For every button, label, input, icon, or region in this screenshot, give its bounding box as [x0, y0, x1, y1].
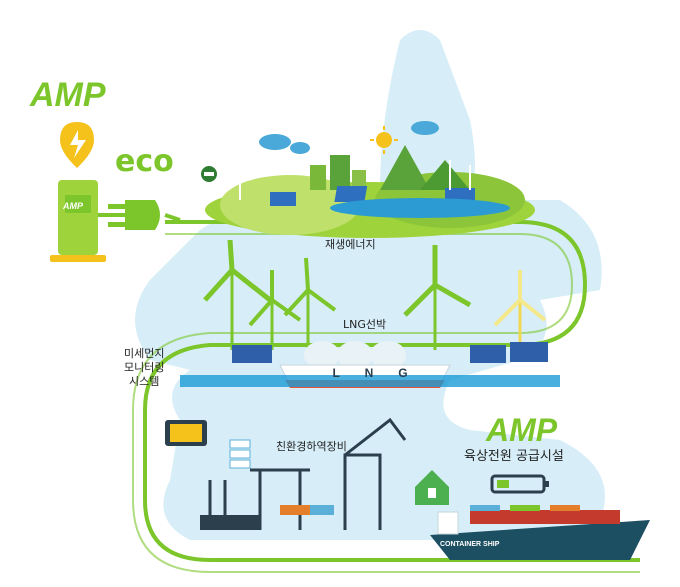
server-icon — [229, 439, 251, 469]
amp-station-label: AMP — [63, 201, 83, 211]
label-lng-ship: LNG선박 — [343, 318, 387, 331]
label-dust-monitor: 미세먼지 모니터링 시스템 — [124, 347, 164, 389]
label-renewable: 재생에너지 — [325, 238, 376, 251]
wind-turbines — [203, 239, 547, 350]
sea-band-2 — [180, 375, 560, 387]
tablet-icon — [165, 420, 207, 446]
solar-panels — [232, 342, 548, 363]
label-eco-equipment: 친환경하역장비 — [276, 440, 347, 453]
renewable-landscape — [205, 145, 535, 238]
house-plug-icon — [415, 470, 449, 505]
label-container-ship: CONTAINER SHIP — [440, 541, 500, 548]
amp-logo-bottom: AMP — [486, 412, 558, 448]
lng-letter-n: N — [364, 366, 374, 380]
cloud-icon — [259, 121, 439, 154]
green-road — [132, 220, 640, 573]
battery-icon — [490, 474, 549, 494]
charging-station — [50, 180, 130, 262]
amp-logo-top: AMP — [30, 76, 106, 114]
sun-icon — [370, 126, 398, 154]
dust-monitor-line-2: 모니터링 — [124, 361, 165, 374]
label-shore-power: 육상전원 공급시설 — [464, 449, 564, 464]
eco-text: eco — [115, 144, 174, 179]
container-ship — [430, 505, 650, 560]
lng-letter-l: L — [332, 366, 340, 380]
containers — [200, 505, 334, 530]
plug-icon — [108, 200, 181, 230]
lng-letter-g: G — [398, 366, 408, 380]
lng-letters: L N G — [320, 366, 420, 380]
lightning-icon — [60, 122, 94, 168]
background-silhouette — [135, 30, 605, 540]
dust-monitor-line-1: 미세먼지 — [124, 347, 165, 360]
dust-monitor-line-3: 시스템 — [129, 375, 160, 388]
